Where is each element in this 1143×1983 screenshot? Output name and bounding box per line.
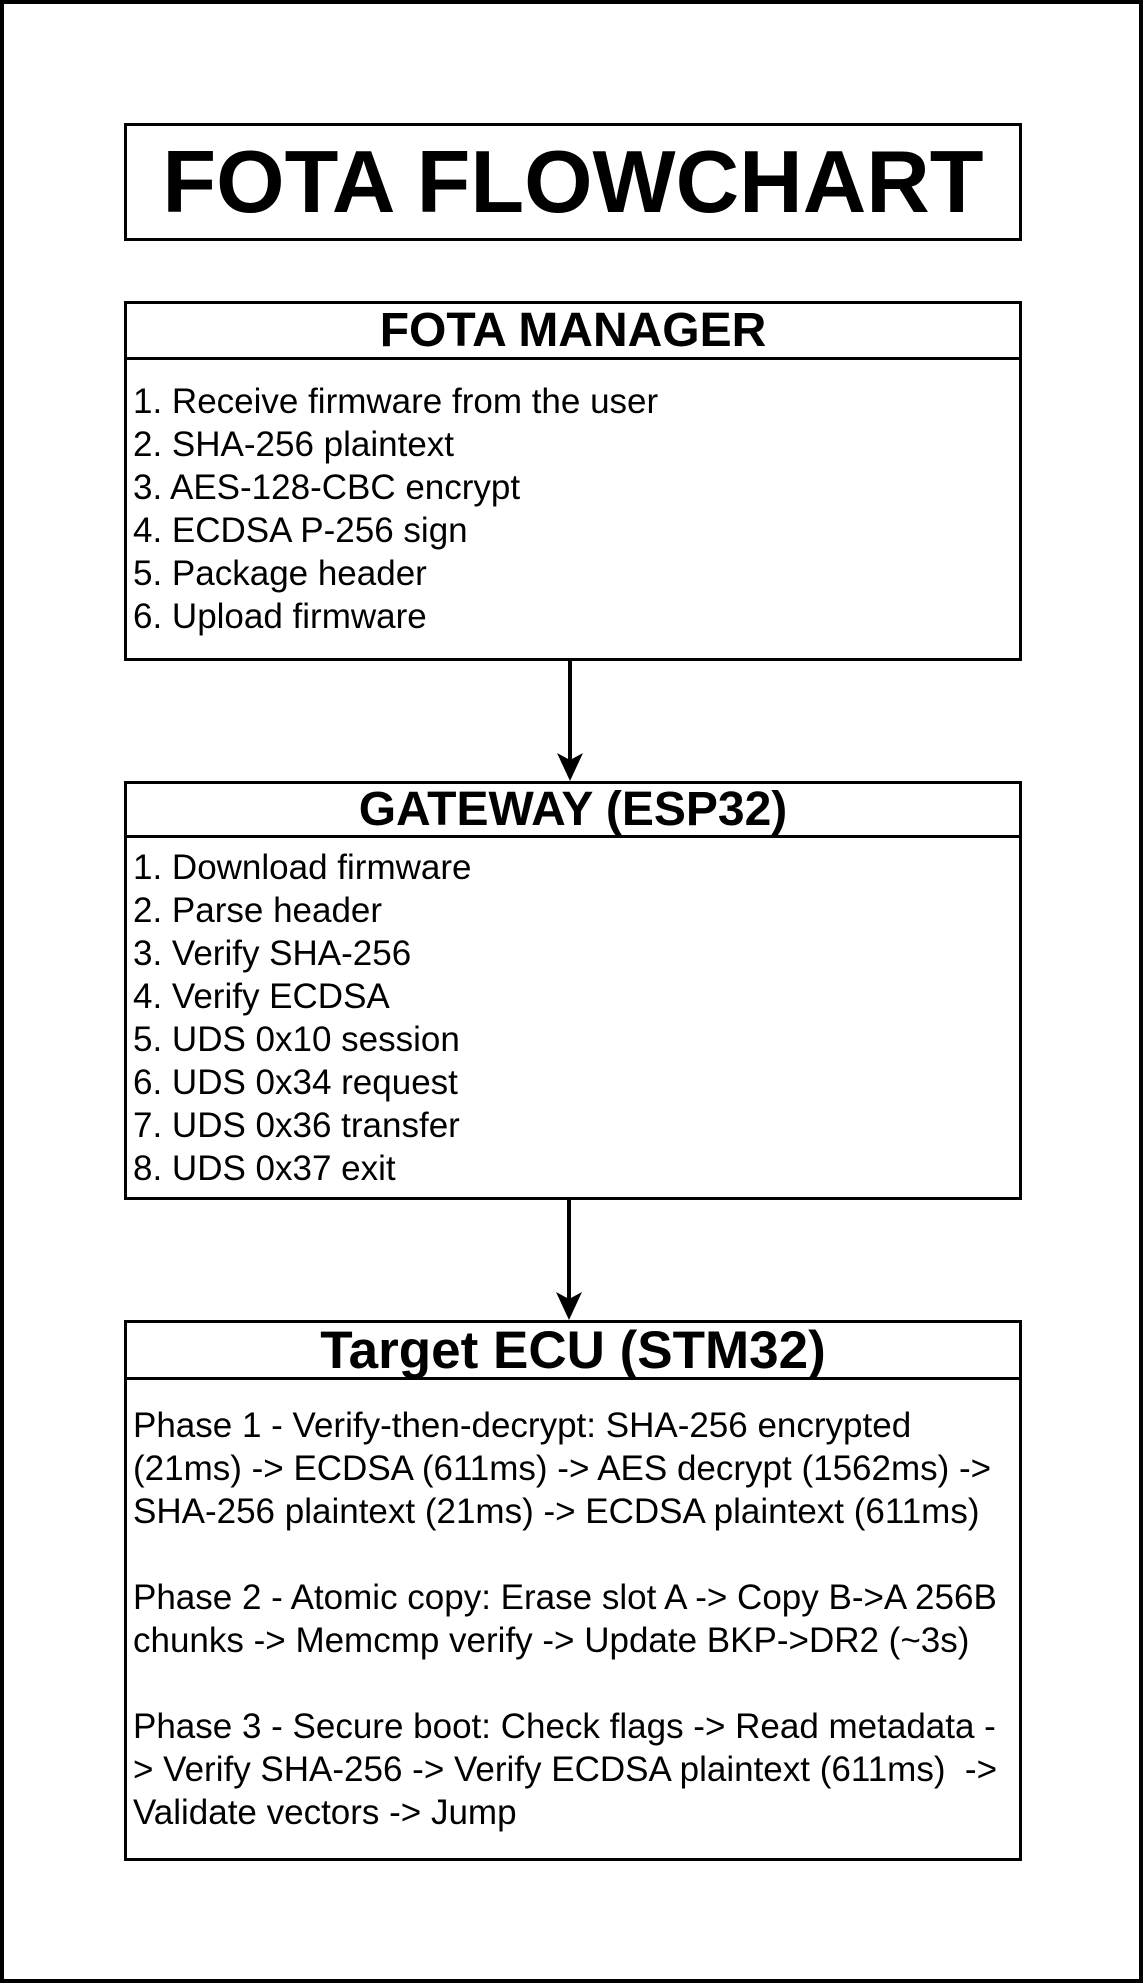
target-ecu-header: Target ECU (STM32) — [127, 1320, 1019, 1380]
title-box: FOTA FLOWCHART — [124, 123, 1022, 241]
page-title: FOTA FLOWCHART — [162, 132, 984, 231]
fota-manager-steps: 1. Receive firmware from the user 2. SHA… — [127, 360, 1019, 658]
list-item: 5. UDS 0x10 session — [133, 1019, 460, 1059]
list-item: 1. Receive firmware from the user — [133, 382, 659, 421]
gateway-header: GATEWAY (ESP32) — [127, 783, 1019, 838]
phase-2-text: Phase 2 - Atomic copy: Erase slot A -> C… — [133, 1578, 997, 1660]
flowchart-box-gateway-esp32: GATEWAY (ESP32) 1. Download firmware 2. … — [124, 781, 1022, 1200]
fota-manager-title: FOTA MANAGER — [379, 304, 767, 357]
list-item: 6. Upload firmware — [133, 597, 427, 636]
gateway-steps: 1. Download firmware 2. Parse header 3. … — [127, 838, 1019, 1197]
phase-1-text: Phase 1 - Verify-then-decrypt: SHA-256 e… — [133, 1406, 992, 1531]
flowchart-box-fota-manager: FOTA MANAGER 1. Receive firmware from th… — [124, 301, 1022, 661]
list-item: 6. UDS 0x34 request — [133, 1062, 458, 1102]
target-ecu-phases: Phase 1 - Verify-then-decrypt: SHA-256 e… — [127, 1380, 1019, 1858]
gateway-title: GATEWAY (ESP32) — [358, 783, 788, 836]
arrow-down-icon — [557, 661, 583, 781]
arrow-down-icon — [556, 1200, 582, 1320]
list-item: 2. SHA-256 plaintext — [133, 425, 455, 464]
list-item: 8. UDS 0x37 exit — [133, 1148, 396, 1188]
phase-3-text: Phase 3 - Secure boot: Check flags -> Re… — [133, 1707, 998, 1832]
list-item: 3. Verify SHA-256 — [133, 933, 412, 973]
list-item: 4. Verify ECDSA — [133, 976, 390, 1016]
target-ecu-title: Target ECU (STM32) — [320, 1320, 826, 1380]
fota-manager-header: FOTA MANAGER — [127, 304, 1019, 360]
list-item: 2. Parse header — [133, 890, 383, 930]
list-item: 3. AES-128-CBC encrypt — [133, 468, 521, 507]
list-item: 7. UDS 0x36 transfer — [133, 1105, 460, 1145]
flowchart-box-target-ecu-stm32: Target ECU (STM32) Phase 1 - Verify-then… — [124, 1320, 1022, 1861]
list-item: 5. Package header — [133, 554, 427, 593]
list-item: 4. ECDSA P-256 sign — [133, 511, 468, 550]
list-item: 1. Download firmware — [133, 847, 472, 887]
